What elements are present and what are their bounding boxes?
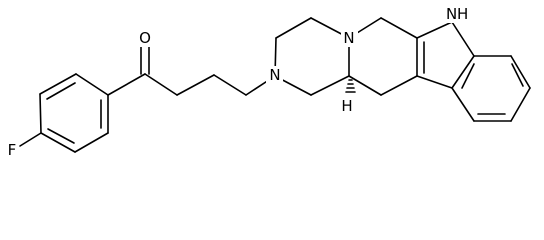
- chemical-structure: O F N N N H H: [5, 5, 531, 159]
- svg-text:N: N: [446, 5, 457, 23]
- central-ring: [348, 17, 425, 96]
- fluorophenyl-ring: [39, 73, 109, 153]
- oxygen-atom-label: O: [138, 29, 152, 47]
- pyrrole-ring: [416, 21, 475, 89]
- svg-text:H: H: [341, 97, 352, 115]
- piperazine-ring: [274, 17, 350, 96]
- svg-text:N: N: [269, 66, 280, 84]
- carbonyl-bond: [140, 45, 150, 75]
- bridgehead-nitrogen-label: N: [341, 29, 358, 47]
- svg-text:F: F: [8, 141, 17, 159]
- svg-text:O: O: [139, 29, 151, 47]
- stereo-hash-bond: [345, 79, 356, 93]
- svg-text:N: N: [343, 29, 354, 47]
- piperazine-nitrogen-label: N: [266, 66, 283, 84]
- carbon-fluorine-bond: [19, 132, 42, 147]
- butanone-chain: [107, 73, 276, 96]
- stereocenter-hydrogen-label: H: [339, 97, 355, 115]
- svg-text:H: H: [457, 5, 468, 23]
- fluorine-atom-label: F: [5, 141, 19, 159]
- indole-nitrogen-label: N H: [443, 5, 468, 23]
- benzo-ring: [451, 55, 531, 122]
